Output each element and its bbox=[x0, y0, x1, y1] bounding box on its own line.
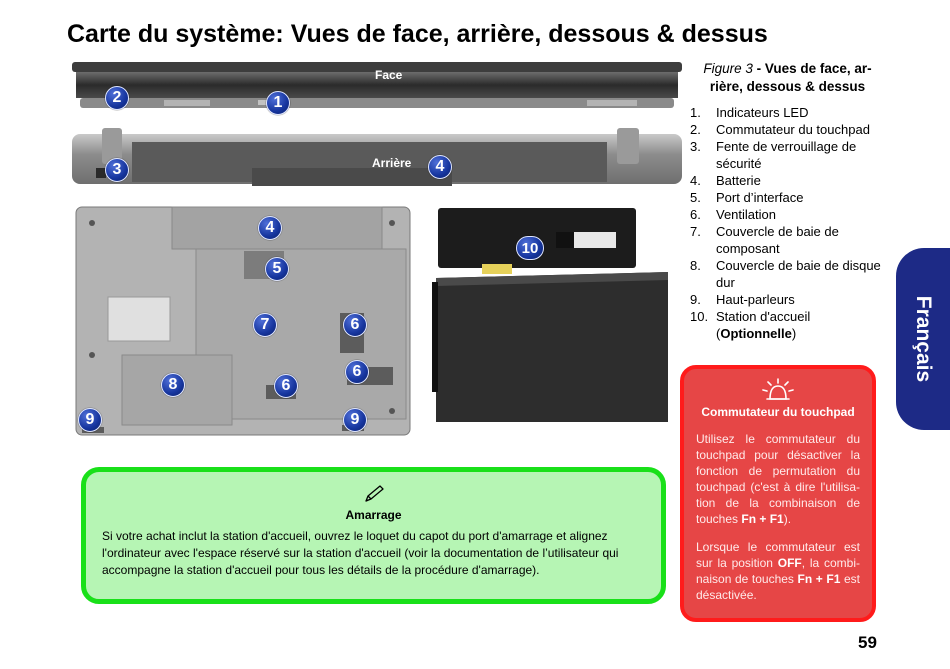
list-item: 7.Couvercle de baie de composant bbox=[690, 224, 839, 256]
warning-paragraph-1: Utilisez le commutateur du touchpad pour… bbox=[696, 432, 860, 526]
warning-title: Commutateur du touchpad bbox=[701, 405, 855, 419]
list-item: 3.Fente de verrouillage de sécurité bbox=[690, 139, 857, 171]
language-tab: Français bbox=[896, 248, 950, 430]
alarm-icon bbox=[762, 378, 794, 400]
list-item: 9.Haut-parleurs bbox=[690, 292, 795, 307]
note-title: Amarrage bbox=[345, 508, 402, 522]
callout-4-bottom: 4 bbox=[258, 216, 282, 240]
list-item: 8.Couvercle de baie de disque dur bbox=[690, 258, 881, 290]
figure-caption: Figure 3 - Vues de face, ar-rière, desso… bbox=[690, 60, 885, 96]
front-view-image: Face 2 1 bbox=[72, 60, 682, 115]
list-item: 5.Port d’interface bbox=[690, 190, 804, 205]
figure-caption-text: - Vues de face, ar-rière, dessous & dess… bbox=[709, 61, 872, 94]
figure-number: Figure 3 bbox=[703, 61, 753, 76]
docking-station-image: 10 bbox=[432, 206, 668, 424]
warning-box: Commutateur du touchpad Utilisez le comm… bbox=[680, 365, 876, 622]
callout-6-a: 6 bbox=[343, 313, 367, 337]
rear-view-label: Arrière bbox=[372, 156, 412, 170]
callout-8: 8 bbox=[161, 373, 185, 397]
page-title: Carte du système: Vues de face, arrière,… bbox=[67, 20, 768, 48]
callout-9-a: 9 bbox=[78, 408, 102, 432]
bottom-view-image: 4 5 7 6 6 8 6 9 9 bbox=[72, 205, 417, 437]
list-item: 4.Batterie bbox=[690, 173, 761, 188]
page-number: 59 bbox=[858, 633, 877, 652]
callout-9-b: 9 bbox=[343, 408, 367, 432]
note-box: Amarrage Si votre achat inclut la statio… bbox=[81, 467, 666, 604]
list-item: 2.Commutateur du touchpad bbox=[690, 122, 870, 137]
callout-10: 10 bbox=[516, 236, 544, 260]
pen-icon bbox=[364, 485, 384, 502]
language-tab-label: Français bbox=[912, 295, 936, 383]
list-item: 10.Station d'accueil(Optionnelle) bbox=[690, 309, 811, 341]
callout-2: 2 bbox=[105, 86, 129, 110]
callout-5: 5 bbox=[265, 257, 289, 281]
callout-7: 7 bbox=[253, 313, 277, 337]
rear-view-image: Arrière 3 4 bbox=[72, 128, 682, 192]
figure-legend: Figure 3 - Vues de face, ar-rière, desso… bbox=[690, 60, 885, 342]
callout-4: 4 bbox=[428, 155, 452, 179]
warning-paragraph-2: Lorsque le commutateur est sur la positi… bbox=[696, 540, 861, 602]
front-view-label: Face bbox=[375, 68, 403, 82]
legend-list: 1.Indicateurs LED 2.Commutateur du touch… bbox=[690, 104, 885, 342]
callout-3: 3 bbox=[105, 158, 129, 182]
callout-6-c: 6 bbox=[274, 374, 298, 398]
list-item: 1.Indicateurs LED bbox=[690, 105, 809, 120]
list-item: 6.Ventilation bbox=[690, 207, 776, 222]
note-text: Si votre achat inclut la station d'accue… bbox=[102, 529, 619, 577]
callout-6-b: 6 bbox=[345, 360, 369, 384]
callout-1: 1 bbox=[266, 91, 290, 115]
